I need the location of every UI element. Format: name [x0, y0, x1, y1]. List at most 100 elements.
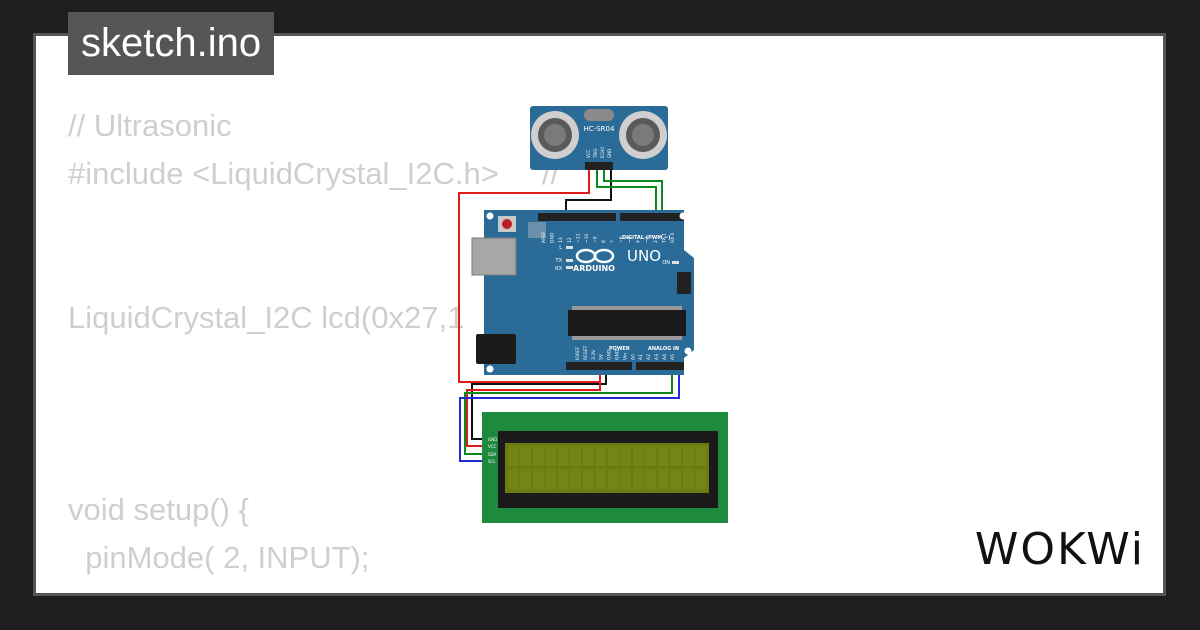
lcd-cell — [558, 469, 569, 489]
rx-label: RX — [555, 266, 562, 272]
pin-label: ~3 — [644, 236, 650, 243]
pin-label: Vin — [622, 353, 628, 360]
lcd-cell — [608, 469, 619, 489]
code-line: LiquidCrystal_I2C lcd(0x27,1 — [68, 300, 465, 335]
lcd-cell — [695, 446, 706, 466]
lcd-cell — [583, 469, 594, 489]
lcd-pin-label: SCL — [488, 459, 496, 464]
wire-green-trig — [596, 170, 657, 214]
preview-card: // Ultrasonic #include <LiquidCrystal_I2… — [33, 33, 1166, 596]
pin-label: IOREF — [575, 346, 581, 360]
arduino-model-label: UNO — [627, 247, 661, 265]
sensor-pin-label: ECHO — [600, 147, 605, 158]
lcd-cell — [695, 469, 706, 489]
lcd-cell — [520, 446, 531, 466]
lcd-cell — [645, 469, 656, 489]
pin-label: RX 0 — [670, 232, 676, 243]
l-label: L — [559, 245, 562, 251]
lcd-cell — [608, 446, 619, 466]
pin-label: ~6 — [618, 236, 624, 243]
lcd-cell — [545, 469, 556, 489]
lcd-cell — [545, 446, 556, 466]
pin-label: 13 — [558, 237, 564, 243]
wire-black-lcd-gnd — [471, 368, 607, 440]
lcd-pin-label: GND — [488, 437, 497, 442]
digital-header-label: DIGITAL (PWM ~) — [622, 235, 670, 241]
pin-label: RESET — [583, 345, 589, 360]
lcd-cell — [645, 446, 656, 466]
analog-header-label: ANALOG IN — [648, 346, 679, 352]
ultrasonic-sensor: HC-SR04 VCC TRIG ECHO GND — [530, 106, 668, 170]
arduino-brand-label: ARDUINO — [573, 264, 615, 273]
tx-label: TX — [555, 258, 563, 264]
code-line: pinMode( 2, INPUT); — [68, 540, 370, 575]
pin-label: 4 — [636, 240, 642, 243]
wire-black-gnd — [565, 170, 612, 216]
code-line: pinMode( 3, OUTPUT); — [68, 582, 559, 593]
wires — [458, 170, 680, 462]
pin-label: A2 — [646, 354, 652, 360]
pin-label: AREF — [541, 231, 547, 243]
lcd-cell — [558, 446, 569, 466]
arduino-uno-board: ARDUINO UNO DIGITAL (PWM ~) POWER ANALOG… — [471, 210, 694, 375]
lcd-cell — [520, 469, 531, 489]
lcd-pin-label: SDA — [488, 452, 497, 457]
pin-label: A0 — [630, 354, 636, 360]
code-line: // Ultrasonic — [68, 108, 232, 143]
lcd-cell — [595, 469, 606, 489]
lcd-cell — [533, 446, 544, 466]
lcd-cell — [633, 446, 644, 466]
lcd-cell — [658, 469, 669, 489]
sensor-pin-label: VCC — [586, 149, 591, 158]
pin-label: GND — [615, 349, 621, 360]
pin-label: 7 — [610, 240, 616, 243]
filename-tab: sketch.ino — [68, 12, 275, 75]
pin-label: 8 — [601, 240, 607, 243]
lcd-cell — [583, 446, 594, 466]
lcd-cell — [533, 469, 544, 489]
lcd-pin-label: VCC — [488, 444, 497, 449]
pin-label: ~11 — [575, 233, 581, 243]
lcd-1602: GND VCC SDA SCL — [482, 412, 728, 523]
pin-label: 2 — [653, 240, 659, 243]
pin-label: ~5 — [627, 236, 633, 243]
lcd-cell — [670, 469, 681, 489]
sensor-label: HC-SR04 — [584, 125, 615, 133]
power-header-label: POWER — [609, 346, 630, 352]
lcd-cell — [508, 469, 519, 489]
lcd-cell — [620, 469, 631, 489]
sensor-pin-label: GND — [607, 149, 612, 158]
lcd-cell — [670, 446, 681, 466]
pin-label: 5V — [599, 353, 605, 360]
on-label: ON — [662, 260, 670, 266]
wokwi-logo: WOKWi — [974, 524, 1145, 575]
lcd-cell — [570, 469, 581, 489]
lcd-cell — [620, 446, 631, 466]
lcd-cell — [683, 446, 694, 466]
pin-label: TX 1 — [661, 233, 667, 244]
lcd-cell — [658, 446, 669, 466]
lcd-cell — [633, 469, 644, 489]
pin-label: A4 — [662, 354, 668, 360]
lcd-character-cells — [508, 446, 706, 489]
pin-label: GND — [550, 232, 556, 243]
pin-label: 3.3V — [591, 349, 597, 360]
pin-label: 12 — [567, 237, 573, 243]
wire-red-lcd-vcc — [466, 368, 601, 447]
code-line: void setup() { — [68, 492, 249, 527]
lcd-cell — [683, 469, 694, 489]
pin-label: GND — [607, 349, 613, 360]
wire-green-lcd-sda — [464, 368, 673, 455]
wire-blue-lcd-scl — [459, 368, 680, 462]
lcd-cell — [508, 446, 519, 466]
sensor-pin-label: TRIG — [593, 148, 598, 159]
lcd-cell — [570, 446, 581, 466]
circuit-diagram: HC-SR04 VCC TRIG ECHO GND — [458, 106, 728, 523]
lcd-cell — [595, 446, 606, 466]
wire-green-echo — [603, 170, 663, 214]
pin-label: A5 — [670, 354, 676, 360]
pin-label: ~9 — [593, 236, 599, 243]
pin-label: A3 — [654, 354, 660, 360]
